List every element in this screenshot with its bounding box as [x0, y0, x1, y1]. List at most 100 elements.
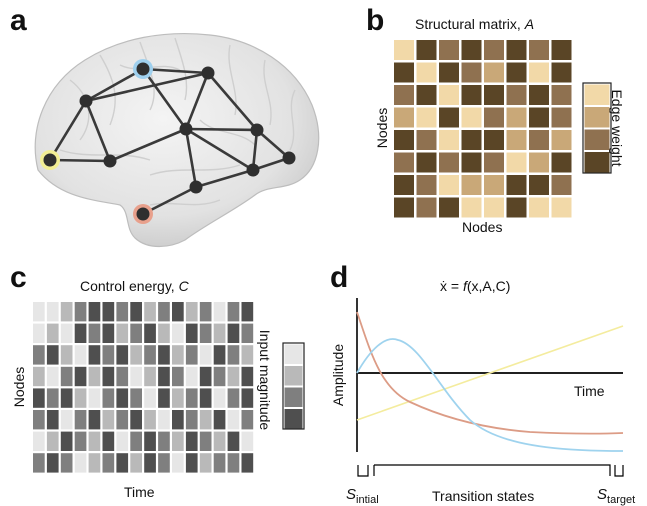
- heatmap-cell: [172, 388, 184, 408]
- heatmap-cell: [144, 302, 156, 322]
- network-edge: [255, 128, 291, 160]
- heatmap-cell: [551, 62, 572, 83]
- orange-curve: [356, 311, 624, 435]
- heatmap-cell: [199, 453, 212, 473]
- control-energy-title-var: C: [178, 278, 189, 294]
- heatmap-cell: [46, 345, 59, 365]
- network-edge: [184, 127, 198, 189]
- heatmap-cell: [506, 107, 527, 128]
- heatmap-cell: [551, 152, 572, 173]
- heatmap-cell: [46, 388, 59, 408]
- heatmap-cell: [74, 410, 87, 430]
- heatmap-cell: [130, 453, 142, 473]
- heatmap-cell: [484, 107, 504, 128]
- heatmap-cell: [416, 175, 437, 195]
- heatmap-cell: [185, 388, 198, 408]
- equation-args: (x,A,C): [466, 278, 511, 294]
- heatmap-cell: [158, 453, 170, 473]
- heatmap-cell: [74, 302, 87, 322]
- heatmap-cell: [158, 366, 170, 387]
- heatmap-cell: [394, 130, 414, 150]
- heatmap-cell: [88, 410, 101, 430]
- heatmap-cell: [551, 197, 572, 218]
- heatmap-cell: [144, 366, 156, 387]
- heatmap-cell: [33, 431, 45, 451]
- heatmap-cell: [416, 130, 437, 150]
- heatmap-cell: [33, 453, 45, 473]
- heatmap-cell: [416, 107, 437, 128]
- heatmap-cell: [439, 152, 459, 173]
- heatmap-cell: [484, 152, 504, 173]
- blue-curve: [356, 338, 624, 452]
- heatmap-cell: [199, 366, 212, 387]
- heatmap-cell: [116, 323, 129, 343]
- heatmap-cell: [33, 410, 45, 430]
- heatmap-cell: [529, 85, 549, 105]
- heatmap-cell: [461, 40, 482, 60]
- heatmap-cell: [172, 453, 184, 473]
- network-node: [136, 62, 150, 76]
- heatmap-cell: [185, 453, 198, 473]
- control-energy-xlabel: Time: [124, 484, 155, 500]
- heatmap-cell: [130, 302, 142, 322]
- heatmap-cell: [199, 410, 212, 430]
- network-node: [282, 151, 296, 165]
- network-edge: [206, 71, 259, 132]
- heatmap-cell: [461, 62, 482, 83]
- heatmap-cell: [88, 302, 101, 322]
- heatmap-cell: [484, 62, 504, 83]
- heatmap-cell: [172, 323, 184, 343]
- heatmap-cell: [46, 410, 59, 430]
- heatmap-cell: [199, 323, 212, 343]
- heatmap-cell: [144, 431, 156, 451]
- heatmap-cell: [484, 130, 504, 150]
- heatmap-cell: [506, 197, 527, 218]
- heatmap-cell: [102, 410, 115, 430]
- heatmap-cell: [88, 431, 101, 451]
- heatmap-cell: [102, 366, 115, 387]
- network-edge: [184, 71, 210, 131]
- equation-lhs: ẋ: [440, 278, 447, 294]
- heatmap-cell: [461, 107, 482, 128]
- heatmap-cell: [158, 302, 170, 322]
- heatmap-cell: [46, 431, 59, 451]
- network-edge: [48, 99, 88, 162]
- heatmap-cell: [74, 366, 87, 387]
- heatmap-cell: [439, 62, 459, 83]
- heatmap-cell: [439, 175, 459, 195]
- heatmap-cell: [172, 366, 184, 387]
- heatmap-cell: [102, 431, 115, 451]
- heatmap-cell: [60, 302, 73, 322]
- brain-silhouette: [34, 32, 320, 248]
- s-initial-main: S: [346, 486, 357, 503]
- network-edge: [84, 99, 112, 163]
- network-edge: [84, 71, 210, 103]
- heatmap-cell: [506, 175, 527, 195]
- heatmap-cell: [158, 345, 170, 365]
- heatmap-cell: [506, 152, 527, 173]
- heatmap-cell: [416, 85, 437, 105]
- heatmap-cell: [144, 453, 156, 473]
- heatmap-cell: [46, 302, 59, 322]
- s-target-label: Starget: [597, 486, 635, 506]
- network-edge: [48, 158, 112, 163]
- panel-letter-a: a: [10, 4, 27, 37]
- dynamics-equation: ẋ = f(x,A,C): [440, 278, 510, 294]
- heatmap-cell: [484, 85, 504, 105]
- heatmap-cell: [529, 197, 549, 218]
- heatmap-cell: [144, 323, 156, 343]
- network-node: [43, 153, 57, 167]
- heatmap-cell: [241, 410, 254, 430]
- heatmap-cell: [416, 62, 437, 83]
- heatmap-cell: [102, 388, 115, 408]
- heatmap-cell: [439, 85, 459, 105]
- heatmap-cell: [484, 175, 504, 195]
- heatmap-cell: [551, 130, 572, 150]
- network-node: [246, 163, 260, 177]
- heatmap-cell: [199, 388, 212, 408]
- heatmap-cell: [394, 152, 414, 173]
- heatmap-cell: [227, 302, 240, 322]
- heatmap-cell: [394, 62, 414, 83]
- s-initial-label: Sintial: [346, 486, 379, 506]
